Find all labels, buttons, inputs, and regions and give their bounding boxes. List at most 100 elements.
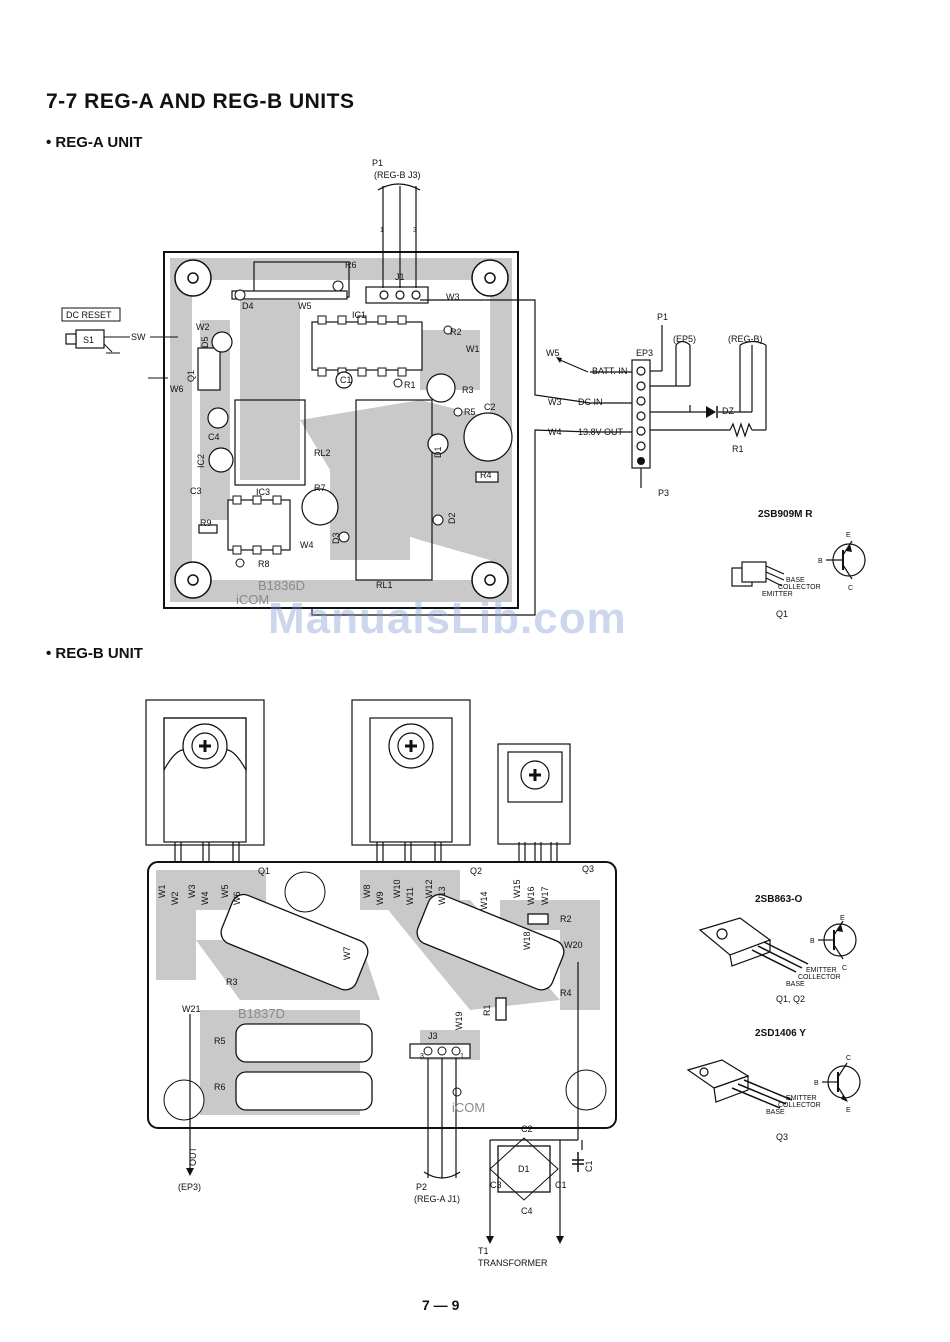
svg-text:RL2: RL2 xyxy=(314,448,331,458)
svg-text:C1: C1 xyxy=(555,1180,567,1190)
reg-b-brand: iCOM xyxy=(452,1100,485,1115)
regb-label: (REG-B) xyxy=(728,334,763,344)
q3-collector-label: COLLECTOR xyxy=(778,1102,821,1109)
r1-label: R1 xyxy=(732,444,744,454)
transistor-q1q2-part: 2SB863-O xyxy=(755,894,802,905)
dz-label: DZ xyxy=(722,406,734,416)
svg-text:W5: W5 xyxy=(220,885,230,899)
svg-text:IC1: IC1 xyxy=(352,310,366,320)
svg-text:C2: C2 xyxy=(484,402,496,412)
q1-ref: Q1 xyxy=(776,609,788,619)
svg-text:R5: R5 xyxy=(464,407,476,417)
svg-text:W16: W16 xyxy=(526,886,536,905)
svg-text:W4: W4 xyxy=(300,540,314,550)
svg-text:IC2: IC2 xyxy=(196,454,206,468)
svg-text:Q3: Q3 xyxy=(582,864,594,874)
ep3-label: EP3 xyxy=(636,348,653,358)
q1q2-b-label: B xyxy=(810,938,815,945)
q1q2-c-label: C xyxy=(842,965,847,972)
svg-text:W7: W7 xyxy=(342,947,352,961)
svg-text:3: 3 xyxy=(413,227,417,234)
transistor-2sb909m: 2SB909M R BASE COLLECTOR EMITTER Q1 E B … xyxy=(731,509,866,619)
svg-text:R2: R2 xyxy=(560,914,572,924)
q3-base-label: BASE xyxy=(766,1109,785,1116)
svg-text:R1: R1 xyxy=(404,380,416,390)
svg-text:3: 3 xyxy=(420,1053,424,1060)
svg-text:R2: R2 xyxy=(450,327,462,337)
svg-text:IC3: IC3 xyxy=(256,487,270,497)
svg-text:C4: C4 xyxy=(208,432,220,442)
ep3-connector: EP3 P1 P3 (EP5) (REG-B) W5 BATT. IN W3 D… xyxy=(546,312,767,498)
reg-b-p2-label: P2 xyxy=(416,1182,427,1192)
svg-text:D4: D4 xyxy=(242,301,254,311)
reg-b-ep3-label: (EP3) xyxy=(178,1182,201,1192)
svg-text:R3: R3 xyxy=(462,385,474,395)
q3-c-label: C xyxy=(846,1055,851,1062)
ep3-p1-label: P1 xyxy=(657,312,668,322)
svg-text:1: 1 xyxy=(380,227,384,234)
q1-collector-label: COLLECTOR xyxy=(778,584,821,591)
q1-b-label: B xyxy=(818,558,823,565)
svg-text:W8: W8 xyxy=(362,885,372,899)
svg-text:W14: W14 xyxy=(479,891,489,910)
reg-b-out-label: OUT xyxy=(188,1147,198,1167)
reg-b-t1-label: T1 xyxy=(478,1246,489,1256)
watermark-text: ManualsLib.com xyxy=(268,594,627,643)
q1-e-label: E xyxy=(846,532,851,539)
dc-reset-label: DC RESET xyxy=(66,310,112,320)
reg-a-heading: • REG-A UNIT xyxy=(46,134,143,151)
svg-text:1: 1 xyxy=(460,1053,464,1060)
svg-text:C3: C3 xyxy=(490,1180,502,1190)
q1q2-ref: Q1, Q2 xyxy=(776,994,805,1004)
svg-text:Q2: Q2 xyxy=(470,866,482,876)
svg-text:C1: C1 xyxy=(340,375,352,385)
svg-text:R9: R9 xyxy=(200,518,212,528)
svg-text:W18: W18 xyxy=(522,931,532,950)
reg-a-brand: iCOM xyxy=(236,592,269,607)
svg-text:W4: W4 xyxy=(200,892,210,906)
svg-text:W1: W1 xyxy=(466,344,480,354)
svg-text:C2: C2 xyxy=(521,1124,533,1134)
svg-text:R1: R1 xyxy=(482,1004,492,1016)
page-number: 7 — 9 xyxy=(422,1297,460,1313)
svg-text:RL1: RL1 xyxy=(376,580,393,590)
w3-label: W3 xyxy=(548,397,562,407)
out-138v-label: 13.8V OUT xyxy=(578,427,624,437)
q1q2-emitter-label: EMITTER xyxy=(806,967,837,974)
svg-text:W1: W1 xyxy=(157,885,167,899)
q3-ref: Q3 xyxy=(776,1132,788,1142)
svg-text:W6: W6 xyxy=(232,892,242,906)
svg-text:R6: R6 xyxy=(214,1082,226,1092)
q3-b-label: B xyxy=(814,1080,819,1087)
page-title: 7-7 REG-A AND REG-B UNITS xyxy=(46,90,355,113)
sw-label: SW xyxy=(131,332,146,342)
svg-text:W2: W2 xyxy=(170,892,180,906)
q1-c-label: C xyxy=(848,585,853,592)
transistor-q1-part: 2SB909M R xyxy=(758,509,813,520)
q1-emitter-label: EMITTER xyxy=(762,591,793,598)
svg-text:Q1: Q1 xyxy=(186,370,196,382)
svg-text:W20: W20 xyxy=(564,940,583,950)
q3-emitter-label: EMITTER xyxy=(786,1095,817,1102)
batt-in-label: BATT. IN xyxy=(592,366,627,376)
w5-label: W5 xyxy=(546,348,560,358)
svg-text:R5: R5 xyxy=(214,1036,226,1046)
svg-text:D1: D1 xyxy=(518,1164,530,1174)
w4-label: W4 xyxy=(548,427,562,437)
svg-text:W2: W2 xyxy=(196,322,210,332)
p1-label: P1 xyxy=(372,158,383,168)
ep5-label: (EP5) xyxy=(673,334,696,344)
j1-label: J1 xyxy=(395,272,405,282)
svg-text:R7: R7 xyxy=(314,483,326,493)
q1q2-collector-label: COLLECTOR xyxy=(798,974,841,981)
dc-in-label: DC IN xyxy=(578,397,603,407)
svg-text:Q1: Q1 xyxy=(258,866,270,876)
svg-text:D1: D1 xyxy=(433,446,443,458)
reg-b-p2-sub-label: (REG-A J1) xyxy=(414,1194,460,1204)
q3-e-label: E xyxy=(846,1107,851,1114)
svg-text:W19: W19 xyxy=(454,1011,464,1030)
svg-text:D3: D3 xyxy=(331,532,341,544)
transistor-2sd1406: 2SD1406 Y EMITTER COLLECTOR BASE Q3 C B … xyxy=(686,1028,861,1142)
